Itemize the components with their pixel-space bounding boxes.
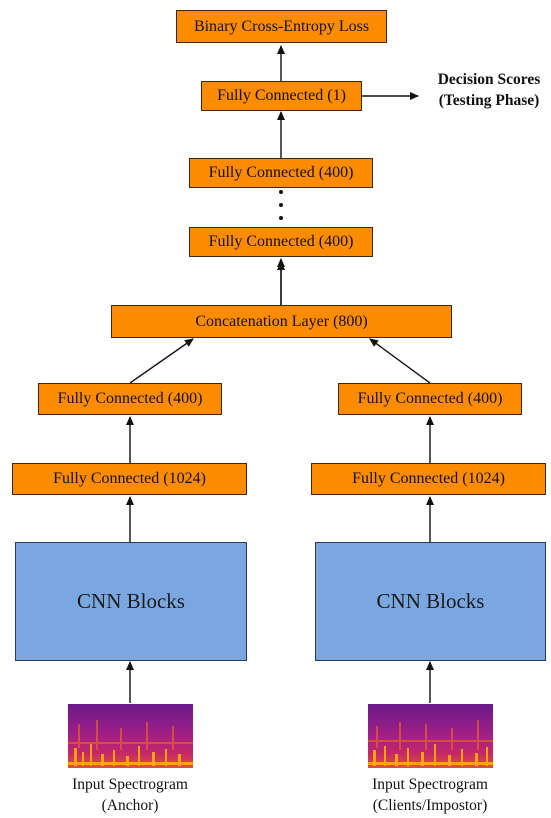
- left-cnn-block: CNN Blocks: [15, 542, 247, 661]
- decision-scores-line1: Decision Scores: [437, 71, 541, 88]
- left-caption-line2: (Anchor): [101, 797, 159, 814]
- ellipsis-dot: [279, 190, 283, 194]
- right-caption-line2: (Clients/Impostor): [372, 797, 488, 814]
- fc1-box: Fully Connected (1): [201, 81, 362, 111]
- left-caption: Input Spectrogram (Anchor): [30, 774, 230, 816]
- ellipsis-dot: [279, 216, 283, 220]
- ellipsis: [272, 190, 290, 220]
- arrow-right-fc400-to-concat: [369, 338, 431, 384]
- loss-box: Binary Cross-Entropy Loss: [176, 10, 387, 43]
- right-caption: Input Spectrogram (Clients/Impostor): [330, 774, 530, 816]
- fc400-top-box: Fully Connected (400): [189, 158, 373, 188]
- right-fc1024-box: Fully Connected (1024): [311, 463, 546, 495]
- decision-scores-label: Decision Scores (Testing Phase): [425, 69, 551, 111]
- right-fc400-box: Fully Connected (400): [338, 383, 522, 415]
- fc400-mid-box: Fully Connected (400): [189, 227, 373, 257]
- right-caption-line1: Input Spectrogram: [372, 776, 488, 793]
- concat-box: Concatenation Layer (800): [111, 305, 452, 338]
- ellipsis-dot: [279, 203, 283, 207]
- right-cnn-block: CNN Blocks: [315, 542, 546, 661]
- left-caption-line1: Input Spectrogram: [72, 776, 188, 793]
- left-spectrogram: [68, 704, 193, 768]
- arrow-left-fc400-to-concat: [129, 338, 194, 384]
- decision-scores-line2: (Testing Phase): [438, 92, 540, 109]
- right-spectrogram: [368, 704, 493, 768]
- left-fc400-box: Fully Connected (400): [38, 383, 222, 415]
- left-fc1024-box: Fully Connected (1024): [12, 463, 247, 495]
